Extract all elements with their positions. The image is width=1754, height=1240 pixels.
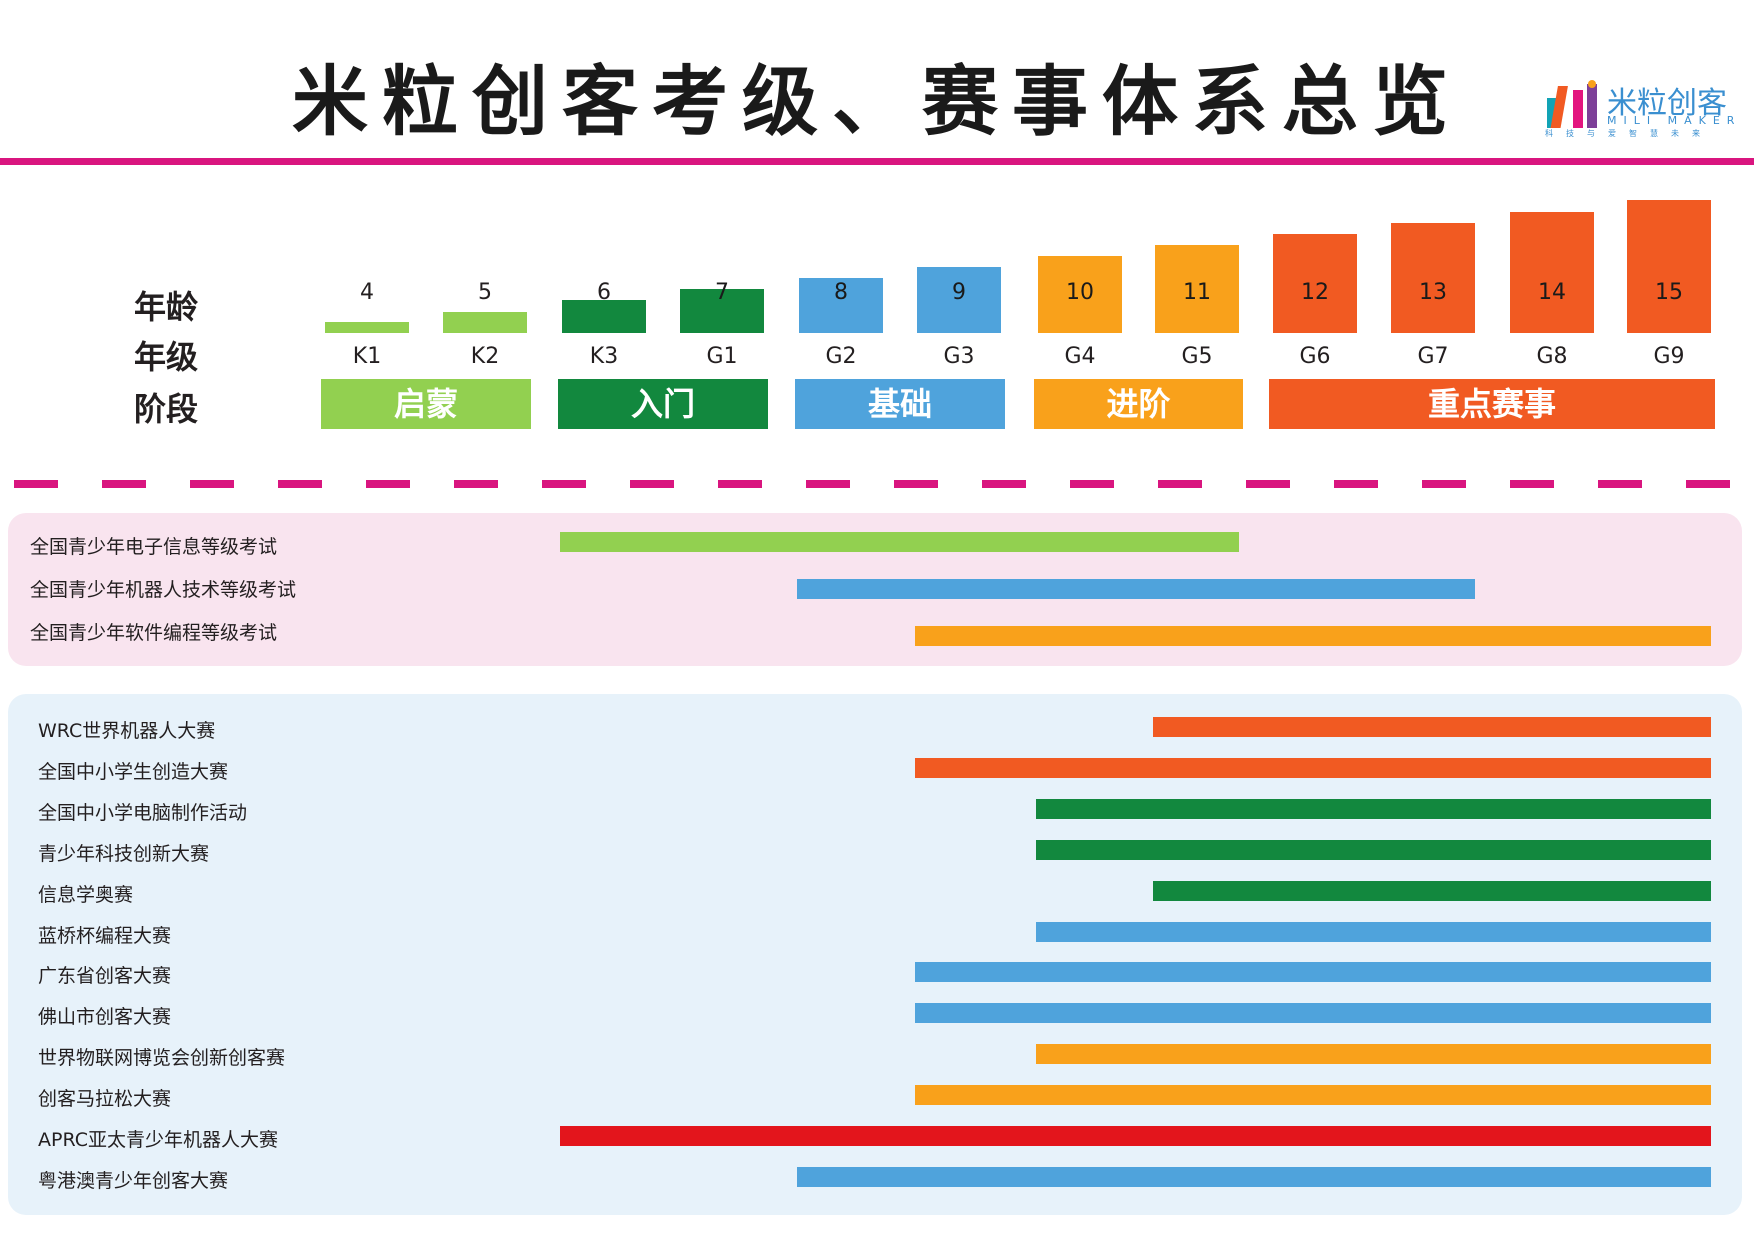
- competition-label: APRC亚太青少年机器人大赛: [38, 1129, 278, 1151]
- age-number: 8: [834, 280, 848, 305]
- competition-label: 粤港澳青少年创客大赛: [38, 1169, 229, 1192]
- age-number: 12: [1301, 280, 1329, 305]
- age-number: 10: [1066, 280, 1094, 305]
- competition-span-bar: [1153, 717, 1711, 737]
- exam-label: 全国青少年机器人技术等级考试: [30, 579, 297, 601]
- exam-label: 全国青少年软件编程等级考试: [30, 622, 278, 644]
- competition-span-bar: [560, 1126, 1711, 1146]
- grade-label: G1: [706, 344, 738, 369]
- grade-label: G7: [1417, 344, 1449, 369]
- stage-block: 入门: [558, 379, 768, 429]
- grade-label: G2: [825, 344, 857, 369]
- competition-span-bar: [915, 1003, 1711, 1024]
- competition-span-bar: [1036, 839, 1711, 860]
- stage-block: 基础: [795, 379, 1005, 429]
- age-number: 7: [715, 280, 729, 305]
- grade-label: G5: [1181, 344, 1213, 369]
- competition-span-bar: [915, 962, 1711, 983]
- age-number: 9: [952, 280, 966, 305]
- age-bar: [325, 322, 409, 333]
- competition-span-bar: [1153, 880, 1711, 901]
- grade-label: K1: [352, 344, 382, 369]
- age-number: 14: [1538, 280, 1566, 305]
- competition-span-bar: [1036, 798, 1711, 819]
- grade-label: G9: [1653, 344, 1685, 369]
- competition-label: 青少年科技创新大赛: [38, 842, 210, 865]
- age-number: 11: [1183, 280, 1211, 305]
- grade-label: G8: [1536, 344, 1568, 369]
- competition-label: 全国中小学电脑制作活动: [38, 801, 248, 824]
- stage-block: 重点赛事: [1269, 379, 1715, 429]
- grade-label: G6: [1299, 344, 1331, 369]
- logo-subtitle: MILI MAKER: [1607, 114, 1742, 127]
- age-bar: [680, 289, 764, 333]
- competition-label: 佛山市创客大赛: [38, 1006, 172, 1029]
- competition-label: 蓝桥杯编程大赛: [38, 924, 172, 947]
- age-number: 5: [478, 280, 492, 305]
- age-bar: [562, 300, 646, 333]
- age-bar: [1155, 245, 1239, 333]
- age-bar: [443, 312, 527, 333]
- stage-block: 进阶: [1034, 379, 1243, 429]
- age-row-label: 年龄: [134, 288, 199, 326]
- age-number: 15: [1655, 280, 1683, 305]
- logo-mark-icon: [1547, 80, 1597, 128]
- grade-label: K3: [589, 344, 619, 369]
- exam-label: 全国青少年电子信息等级考试: [30, 536, 278, 558]
- grade-label: G4: [1064, 344, 1096, 369]
- top-divider: [0, 158, 1754, 165]
- competition-span-bar: [1036, 1044, 1711, 1065]
- age-bar: [1038, 256, 1122, 333]
- logo-name: 米粒创客: [1607, 86, 1727, 121]
- exam-span-bar: [797, 579, 1475, 599]
- age-bar: [1627, 200, 1711, 333]
- exam-span-bar: [915, 626, 1711, 646]
- competition-label: 信息学奥赛: [38, 883, 134, 906]
- grade-row-label: 年级: [134, 338, 199, 376]
- competition-span-bar: [1036, 921, 1711, 942]
- competition-label: 全国中小学生创造大赛: [38, 760, 229, 783]
- age-number: 4: [360, 280, 374, 305]
- logo-slogan: 科技与爱智慧未来: [1545, 129, 1713, 138]
- brand-logo: 米粒创客 MILI MAKER 科技与爱智慧未来: [1545, 72, 1745, 142]
- age-number: 13: [1419, 280, 1447, 305]
- age-bar: [1510, 212, 1594, 333]
- competition-span-bar: [915, 1085, 1711, 1106]
- page-title: 米粒创客考级、赛事体系总览: [292, 57, 1462, 146]
- competition-span-bar: [797, 1166, 1711, 1187]
- dashed-divider: [14, 480, 1754, 488]
- competition-label: 世界物联网博览会创新创客赛: [38, 1047, 286, 1070]
- stage-block: 启蒙: [321, 379, 531, 429]
- age-bar: [1273, 234, 1357, 333]
- competition-span-bar: [915, 757, 1711, 778]
- grade-label: G3: [943, 344, 975, 369]
- age-bar: [917, 267, 1001, 333]
- exam-span-bar: [560, 532, 1239, 552]
- grade-label: K2: [470, 344, 500, 369]
- competition-label: 广东省创客大赛: [38, 965, 172, 988]
- age-number: 6: [597, 280, 611, 305]
- age-bar: [799, 278, 883, 333]
- competition-label: 创客马拉松大赛: [38, 1088, 172, 1111]
- stage-row-label: 阶段: [134, 390, 199, 428]
- competition-label: WRC世界机器人大赛: [38, 720, 216, 742]
- age-bar: [1391, 223, 1475, 333]
